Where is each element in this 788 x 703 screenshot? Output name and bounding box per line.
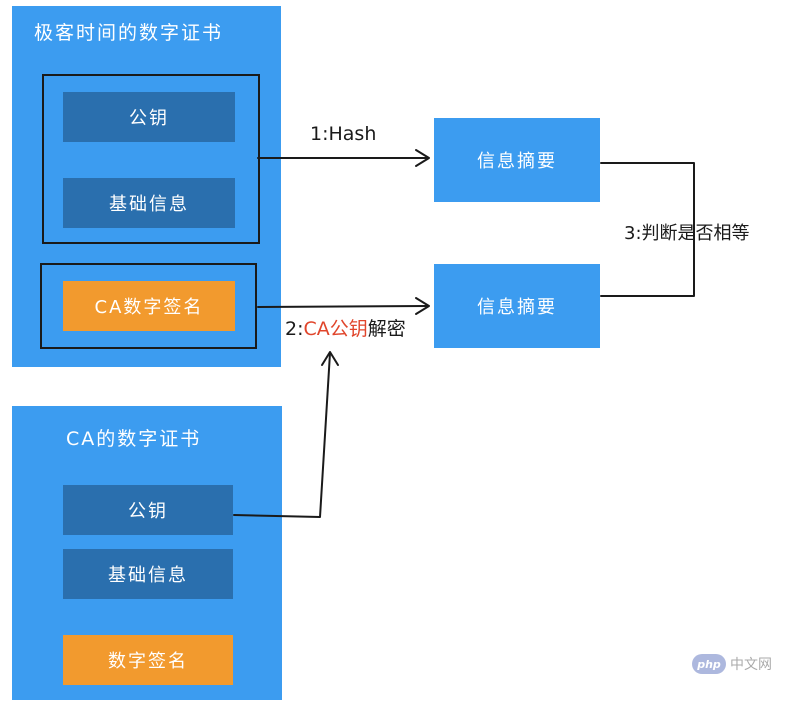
- decrypt-arrow: [257, 305, 429, 308]
- watermark: php 中文网: [692, 654, 772, 674]
- geek-certificate-title: 极客时间的数字证书: [34, 22, 224, 44]
- ca-certificate-title: CA的数字证书: [66, 428, 202, 450]
- geek-public-key-box: 公钥: [63, 92, 235, 142]
- ca-basic-info-box: 基础信息: [63, 549, 233, 599]
- decrypt-arrowhead: [415, 297, 430, 315]
- watermark-text: 中文网: [730, 657, 772, 673]
- step3-label: 3:判断是否相等: [624, 223, 750, 244]
- compare-bracket: [600, 162, 695, 297]
- ca-key-arrowhead: [321, 351, 339, 366]
- digest-bottom-box: 信息摘要: [434, 264, 600, 348]
- signature-frame: [40, 263, 257, 349]
- step2-highlight: CA公钥: [303, 318, 368, 340]
- ca-public-key-box: 公钥: [63, 485, 233, 535]
- ca-signature-box: CA数字签名: [63, 281, 235, 331]
- digest-top-box: 信息摘要: [434, 118, 600, 202]
- hash-arrowhead: [415, 149, 430, 167]
- geek-basic-info-box: 基础信息: [63, 178, 235, 228]
- php-logo: php: [692, 654, 726, 674]
- step1-label: 1:Hash: [310, 123, 377, 145]
- ca-key-connector: [233, 352, 331, 518]
- step2-suffix: 解密: [367, 318, 406, 340]
- step2-label: 2:CA公钥解密: [285, 314, 406, 341]
- ca-signature-plain-box: 数字签名: [63, 635, 233, 685]
- step2-prefix: 2:: [285, 318, 304, 340]
